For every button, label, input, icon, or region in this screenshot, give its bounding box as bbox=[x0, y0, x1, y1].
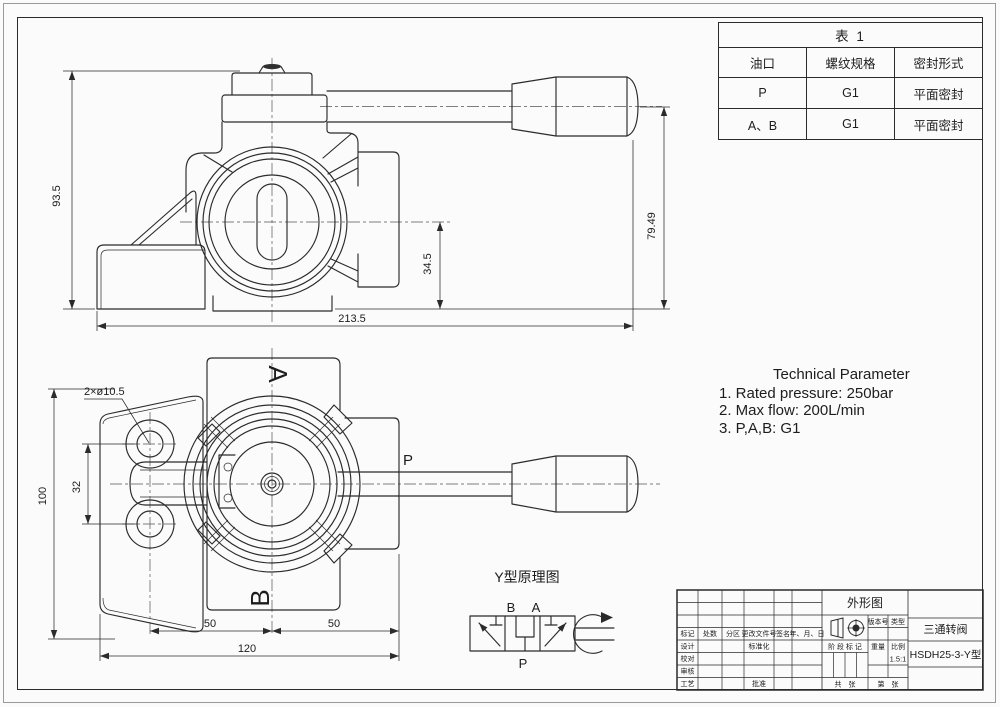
rev-col-date: 年、月、日 bbox=[790, 629, 825, 638]
sheet-outer-border bbox=[3, 3, 996, 703]
side-view: 93.5 213.5 34.5 79.49 bbox=[51, 58, 670, 331]
type-label: 类型 bbox=[891, 617, 905, 626]
dim-213-5: 213.5 bbox=[338, 313, 366, 325]
cell-thread: G1 bbox=[806, 108, 895, 140]
scale-value: 1.5:1 bbox=[890, 655, 907, 664]
port-spec-table: 表 1 油口 螺纹规格 密封形式 P G1 平面密封 A、B G1 平面密封 bbox=[718, 22, 983, 140]
col-header-seal: 密封形式 bbox=[894, 47, 983, 78]
sheet-inner-border bbox=[17, 17, 983, 690]
dim-93-5: 93.5 bbox=[51, 185, 63, 206]
tech-item: 2. Max flow: 200L/min bbox=[719, 402, 865, 419]
model-number: HSDH25-3-Y型 bbox=[910, 648, 982, 661]
mounting-bracket bbox=[99, 395, 204, 633]
cell-seal: 平面密封 bbox=[894, 108, 983, 140]
tech-title: Technical Parameter bbox=[773, 366, 910, 383]
sheets-total: 共 张 bbox=[835, 680, 856, 689]
dim-34-5: 34.5 bbox=[422, 253, 434, 274]
lever-socket bbox=[129, 461, 208, 506]
dim-100: 100 bbox=[37, 487, 49, 505]
table-row: P G1 平面密封 bbox=[718, 77, 983, 109]
front-view-dimensions: 100 32 2×ø10.5 50 50 120 bbox=[37, 386, 400, 661]
cell-port: P bbox=[718, 77, 807, 109]
rev-col-mark: 标记 bbox=[681, 629, 695, 638]
drawing-type: 外形图 bbox=[847, 596, 883, 610]
dim-50-left: 50 bbox=[204, 618, 216, 630]
dim-120: 120 bbox=[238, 643, 256, 655]
rev-col-docno: 更改文件号 bbox=[742, 629, 777, 638]
rev-col-count: 处数 bbox=[703, 629, 717, 638]
tech-item: 1. Rated pressure: 250bar bbox=[719, 384, 894, 402]
schematic-port-b: B bbox=[507, 600, 516, 615]
cell-seal: 平面密封 bbox=[894, 77, 983, 109]
role-approve: 批准 bbox=[752, 679, 766, 688]
schematic-port-p: P bbox=[519, 656, 528, 671]
weight-label: 重量 bbox=[871, 643, 885, 651]
selector-slot bbox=[256, 183, 288, 261]
rotary-actuator-icon bbox=[572, 614, 603, 654]
stage-label: 阶 段 标 记 bbox=[828, 642, 862, 651]
port-a-label: A bbox=[263, 365, 293, 383]
scale-label: 比例 bbox=[891, 642, 905, 651]
schematic-title: Y型原理图 bbox=[494, 569, 559, 585]
rev-col-sign: 签名 bbox=[776, 629, 790, 638]
dim-50-right: 50 bbox=[328, 618, 340, 630]
sheets-no: 第 张 bbox=[878, 680, 899, 689]
dim-32: 32 bbox=[71, 481, 83, 493]
handle-front bbox=[337, 455, 639, 513]
cell-thread: G1 bbox=[806, 77, 895, 109]
col-header-port: 油口 bbox=[718, 47, 807, 78]
role-standardize: 标准化 bbox=[749, 642, 770, 651]
side-view-dimensions: 93.5 213.5 34.5 79.49 bbox=[51, 70, 670, 331]
schematic-port-a: A bbox=[532, 600, 541, 615]
title-block: 标记 处数 分区 更改文件号 签名 年、月、日 设计 校对 审核 工艺 标准化 … bbox=[676, 589, 984, 691]
role-review: 审核 bbox=[681, 667, 695, 676]
role-design: 设计 bbox=[681, 642, 695, 651]
front-view: A B P 100 32 2×ø10.5 50 50 120 bbox=[37, 348, 660, 661]
dim-hole-note: 2×ø10.5 bbox=[84, 386, 125, 398]
rotary-face bbox=[183, 395, 361, 573]
version-label: 版本号 bbox=[868, 617, 889, 626]
rotation-arrow-icon bbox=[601, 612, 613, 623]
role-process: 工艺 bbox=[681, 680, 695, 688]
port-p-label: P bbox=[403, 452, 413, 469]
technical-parameters: Technical Parameter 1. Rated pressure: 2… bbox=[719, 366, 959, 437]
dim-79-49: 79.49 bbox=[646, 212, 658, 240]
valve-body-front bbox=[197, 357, 400, 611]
handle-side bbox=[326, 76, 639, 137]
role-check: 校对 bbox=[681, 654, 695, 663]
y-type-schematic: Y型原理图 B A P bbox=[469, 569, 615, 671]
rev-col-zone: 分区 bbox=[726, 629, 740, 638]
centerlines bbox=[110, 348, 660, 636]
table-row: A、B G1 平面密封 bbox=[718, 108, 983, 140]
tech-item: 3. P,A,B: G1 bbox=[719, 419, 801, 437]
port-b-label: B bbox=[245, 589, 275, 606]
first-angle-projection-icon bbox=[830, 617, 865, 639]
product-name: 三通转阀 bbox=[924, 622, 968, 636]
cell-port: A、B bbox=[718, 108, 807, 140]
col-header-thread: 螺纹规格 bbox=[806, 47, 895, 78]
table-title: 表 1 bbox=[718, 22, 983, 48]
